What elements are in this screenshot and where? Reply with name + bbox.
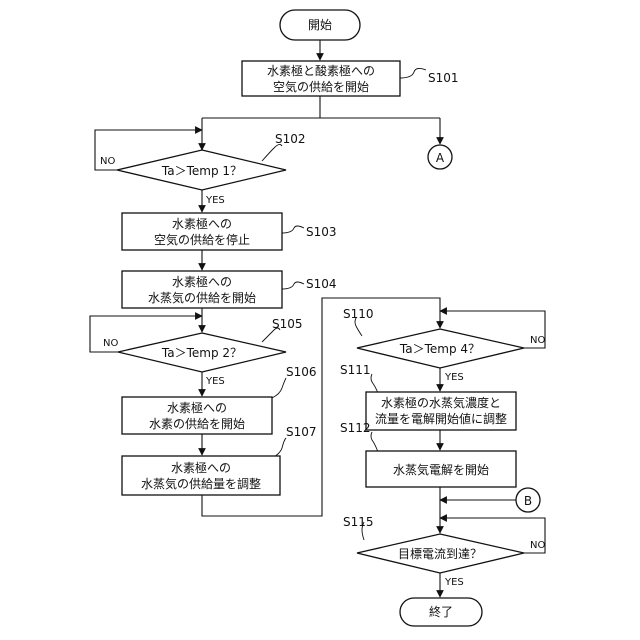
decision-s105: Ta＞Temp 2？ bbox=[118, 333, 286, 372]
s104-label-line2: 水蒸気の供給を開始 bbox=[148, 290, 256, 305]
connector-b-label: B bbox=[524, 494, 532, 508]
s103-label-line1: 水素極への bbox=[172, 216, 232, 231]
s106-label-line1: 水素極への bbox=[167, 400, 227, 415]
s111-label-line2: 流量を電解開始値に調整 bbox=[375, 411, 507, 426]
step-s112: S112 bbox=[340, 421, 371, 435]
start-terminal: 開始 bbox=[280, 10, 360, 40]
s115-no-flag: NO bbox=[530, 540, 545, 551]
start-label: 開始 bbox=[308, 18, 332, 32]
s102-no-flag: NO bbox=[100, 156, 115, 167]
s102-yes-flag: YES bbox=[205, 195, 225, 206]
process-s107: 水素極への 水蒸気の供給量を調整 bbox=[122, 456, 280, 495]
step-s110: S110 bbox=[343, 307, 374, 321]
s105-yes-flag: YES bbox=[205, 376, 225, 387]
s112-label: 水蒸気電解を開始 bbox=[393, 462, 489, 477]
process-s112: 水蒸気電解を開始 bbox=[366, 451, 516, 487]
s115-label: 目標電流到達？ bbox=[398, 547, 482, 561]
connector-a: A bbox=[428, 145, 452, 169]
s106-label-line2: 水素の供給を開始 bbox=[149, 417, 245, 431]
step-s104: S104 bbox=[306, 277, 337, 291]
s110-yes-flag: YES bbox=[444, 372, 464, 383]
s101-label-line2: 空気の供給を開始 bbox=[273, 79, 369, 94]
step-s107: S107 bbox=[286, 425, 317, 439]
s101-label-line1: 水素極と酸素極への bbox=[267, 63, 375, 78]
step-s105: S105 bbox=[272, 317, 303, 331]
step-s101: S101 bbox=[428, 71, 459, 85]
s115-yes-flag: YES bbox=[444, 577, 464, 588]
s104-label-line1: 水素極への bbox=[172, 274, 232, 289]
connector-a-label: A bbox=[436, 151, 445, 165]
process-s103: 水素極への 空気の供給を停止 bbox=[122, 213, 282, 250]
s102-label: Ta＞Temp 1？ bbox=[161, 164, 242, 178]
s107-label-line1: 水素極への bbox=[171, 460, 231, 475]
step-s106: S106 bbox=[286, 365, 317, 379]
end-terminal: 終了 bbox=[400, 598, 482, 626]
step-s103: S103 bbox=[306, 225, 337, 239]
process-s106: 水素極への 水素の供給を開始 bbox=[122, 397, 272, 434]
process-s101: 水素極と酸素極への 空気の供給を開始 bbox=[242, 61, 400, 96]
s110-no-flag: NO bbox=[530, 335, 545, 346]
process-s111: 水素極の水蒸気濃度と 流量を電解開始値に調整 bbox=[366, 392, 516, 430]
decision-s102: Ta＞Temp 1？ bbox=[117, 150, 286, 190]
s110-label: Ta＞Temp 4？ bbox=[399, 342, 480, 356]
step-s115: S115 bbox=[343, 515, 374, 529]
decision-s115: 目標電流到達？ bbox=[357, 534, 524, 573]
process-s104: 水素極への 水蒸気の供給を開始 bbox=[122, 271, 282, 308]
connector-b: B bbox=[516, 488, 540, 512]
decision-s110: Ta＞Temp 4？ bbox=[357, 329, 524, 368]
s107-label-line2: 水蒸気の供給量を調整 bbox=[141, 476, 261, 491]
s105-no-flag: NO bbox=[103, 338, 118, 349]
s111-label-line1: 水素極の水蒸気濃度と bbox=[381, 395, 501, 410]
step-s111: S111 bbox=[340, 363, 371, 377]
end-label: 終了 bbox=[429, 604, 453, 619]
s103-label-line2: 空気の供給を停止 bbox=[154, 232, 250, 247]
step-s102: S102 bbox=[275, 132, 306, 146]
s105-label: Ta＞Temp 2？ bbox=[161, 346, 242, 360]
